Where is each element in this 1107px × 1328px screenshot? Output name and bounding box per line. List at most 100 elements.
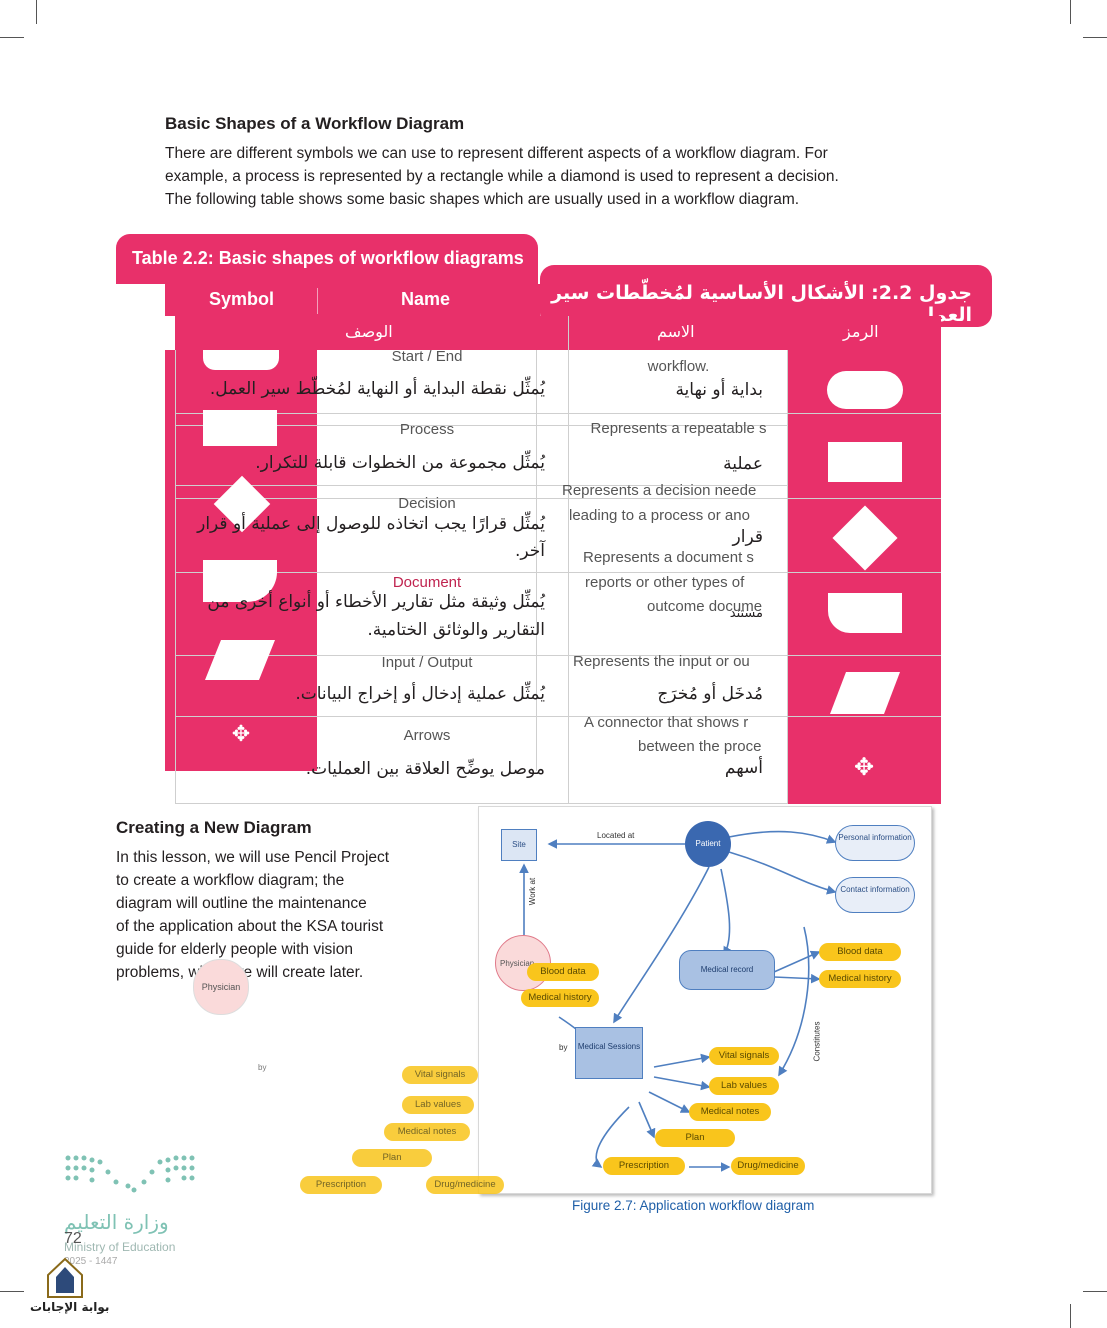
row-desc-en: Represents the input or ou xyxy=(573,653,750,670)
ministry-name-en: Ministry of Education xyxy=(64,1240,176,1254)
physician-ghost-node: Physician xyxy=(193,959,249,1015)
row-divider xyxy=(175,413,941,414)
table-header-en: Symbol Name xyxy=(165,284,540,316)
workflow-figure: Site Patient Located at Personal informa… xyxy=(478,806,932,1194)
row-name-ar: مستند xyxy=(729,606,763,621)
col-divider xyxy=(536,350,537,771)
document-shape xyxy=(203,560,277,602)
figure-caption: Figure 2.7: Application workflow diagram xyxy=(572,1198,815,1213)
arrows-icon-ar: ✥ xyxy=(853,754,875,781)
col-name-ar: الاسم xyxy=(657,322,695,341)
medical-notes-ghost: Medical notes xyxy=(384,1123,470,1141)
intro-line: example, a process is represented by a r… xyxy=(165,168,839,185)
page-number: 72 xyxy=(64,1230,82,1247)
by-ghost-label: by xyxy=(258,1063,267,1072)
prescription-ghost: Prescription xyxy=(300,1176,382,1194)
process-shape-ar xyxy=(828,442,902,482)
intro-paragraph: There are different symbols we can use t… xyxy=(165,142,945,211)
table-body xyxy=(175,350,788,804)
process-shape xyxy=(203,410,277,446)
row-name: Decision xyxy=(398,495,456,512)
row-desc-ar: يُمثِّل نقطة البداية أو النهاية لمُخطّط … xyxy=(209,379,545,399)
prescription-node: Prescription xyxy=(603,1157,685,1175)
lesson-line: In this lesson, we will use Pencil Proje… xyxy=(116,849,390,866)
row-desc-ar: يُمثِّل عملية إدخال أو إخراج البيانات. xyxy=(295,684,545,704)
row-name-ar: عملية xyxy=(723,454,763,474)
by-label: by xyxy=(559,1043,568,1052)
row-name: Process xyxy=(399,421,455,438)
row-divider xyxy=(175,655,941,656)
vital-signals-ghost: Vital signals xyxy=(402,1066,478,1084)
row-divider xyxy=(175,498,941,499)
lesson-line: to create a workflow diagram; the xyxy=(116,872,345,889)
row-name: Document xyxy=(392,574,462,591)
blood-data-node-right: Blood data xyxy=(819,943,901,961)
input-output-shape-ar xyxy=(830,672,900,714)
contact-info-node: Contact information xyxy=(835,877,915,913)
section-heading: Creating a New Diagram xyxy=(116,818,312,837)
row-name-ar: مُدخَل أو مُخرَج xyxy=(657,684,763,704)
lab-values-node: Lab values xyxy=(709,1077,779,1095)
lesson-line: diagram will outline the maintenance xyxy=(116,895,367,912)
medical-notes-node: Medical notes xyxy=(689,1103,771,1121)
row-divider xyxy=(175,572,941,573)
input-output-shape xyxy=(205,640,275,680)
intro-line: The following table shows some basic sha… xyxy=(165,191,800,208)
crop-mark xyxy=(0,37,24,38)
crop-mark xyxy=(0,1291,24,1292)
drug-medicine-node: Drug/medicine xyxy=(731,1157,805,1175)
start-end-shape xyxy=(203,350,279,370)
crop-mark xyxy=(1070,0,1071,24)
blood-data-node: Blood data xyxy=(527,963,599,981)
row-desc-en: A connector that shows r xyxy=(584,714,749,731)
lesson-line: guide for elderly people with vision xyxy=(116,941,353,958)
crop-mark xyxy=(1083,1291,1107,1292)
located-at-label: Located at xyxy=(597,831,635,840)
ministry-logo-dots xyxy=(62,1152,198,1194)
decision-shape-ar xyxy=(832,505,898,571)
medical-history-node: Medical history xyxy=(521,989,599,1007)
medical-sessions-node: Medical Sessions xyxy=(575,1027,643,1079)
crop-mark xyxy=(36,0,37,24)
col-divider xyxy=(568,316,569,804)
vital-signals-node: Vital signals xyxy=(709,1047,779,1065)
patient-node: Patient xyxy=(685,821,731,867)
row-desc-ar: التقارير والوثائق الختامية. xyxy=(367,620,545,640)
row-desc-en: Represents a document s xyxy=(583,549,754,566)
crop-mark xyxy=(1070,1304,1071,1328)
col-symbol: Symbol xyxy=(209,289,275,309)
medical-history-node-right: Medical history xyxy=(819,970,901,988)
table-caption-en-box: Table 2.2: Basic shapes of workflow diag… xyxy=(116,234,538,284)
site-node: Site xyxy=(501,829,537,861)
intro-line: There are different symbols we can use t… xyxy=(165,145,828,162)
row-name: Input / Output xyxy=(381,654,473,671)
table-caption-en: Table 2.2: Basic shapes of workflow diag… xyxy=(132,248,524,268)
arrows-icon: ✥ xyxy=(231,721,251,746)
plan-node: Plan xyxy=(655,1129,735,1147)
row-desc-ar: يُمثِّل قرارًا يجب اتخاذه للوصول إلى عمل… xyxy=(197,514,545,534)
personal-info-node: Personal information xyxy=(835,825,915,861)
row-desc-en: Represents a decision neede xyxy=(562,482,757,499)
row-name-ar: قرار xyxy=(732,527,763,547)
row-desc-en: leading to a process or ano xyxy=(569,507,750,524)
document-shape-ar xyxy=(828,593,902,633)
header-divider xyxy=(317,288,318,314)
row-desc-ar: موصل يوضِّح العلاقة بين العمليات. xyxy=(305,759,545,779)
table-caption-ar: جدول 2.2: الأشكال الأساسية لمُخطّطات سير… xyxy=(551,282,972,326)
table-header-ar: الوصف الاسم الرمز xyxy=(175,316,941,350)
row-desc-en: reports or other types of xyxy=(585,574,745,591)
work-at-label: Work at xyxy=(528,877,538,906)
row-name-ar: بداية أو نهاية xyxy=(675,380,763,400)
row-divider xyxy=(175,485,788,486)
row-desc-en: workflow. xyxy=(647,358,710,375)
col-desc-ar: الوصف xyxy=(345,322,393,341)
row-desc-en: between the proce xyxy=(638,738,762,755)
drug-medicine-ghost: Drug/medicine xyxy=(426,1176,504,1194)
row-name: Start / End xyxy=(391,348,463,365)
col-name: Name xyxy=(401,289,451,309)
crop-mark xyxy=(1083,37,1107,38)
row-desc-en: outcome docume xyxy=(647,598,763,615)
watermark-logo-icon xyxy=(44,1257,86,1299)
row-desc-en: Represents a repeatable s xyxy=(590,420,767,437)
lab-values-ghost: Lab values xyxy=(402,1096,474,1114)
